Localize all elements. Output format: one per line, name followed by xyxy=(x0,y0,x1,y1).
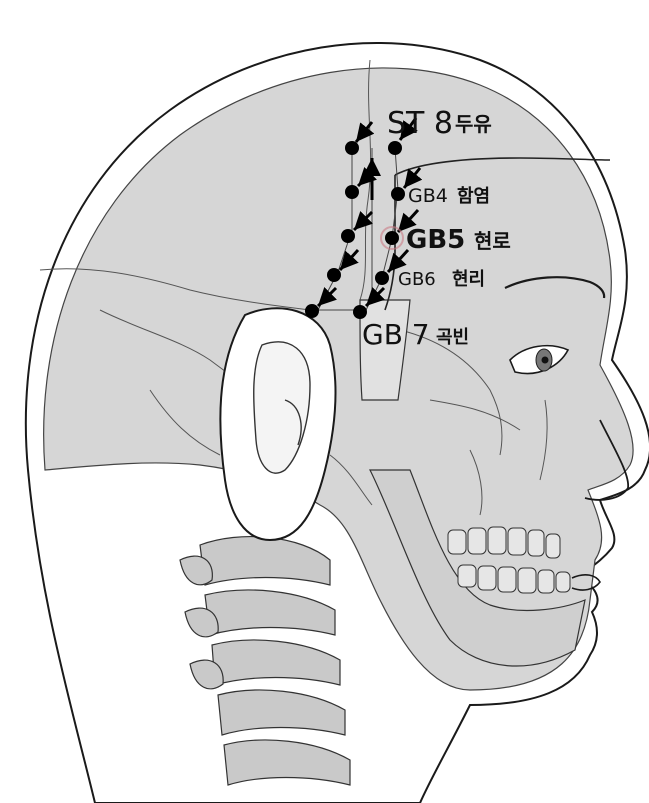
point-gb7-left xyxy=(305,304,319,318)
point-gb7-right xyxy=(353,305,367,319)
label-gb7-code: GB 7 xyxy=(362,318,430,351)
label-st8-name: 두유 xyxy=(455,112,492,136)
label-gb5-name: 현로 xyxy=(474,229,511,253)
point-gb6-left xyxy=(327,268,341,282)
label-gb4-code: GB4 xyxy=(408,185,448,207)
label-gb6-name: 현리 xyxy=(452,269,485,290)
point-gb4-right xyxy=(391,187,405,201)
label-st8-code: ST 8 xyxy=(387,106,453,141)
point-gb4-left xyxy=(345,185,359,199)
point-gb5-left xyxy=(341,229,355,243)
point-gb5-right xyxy=(385,231,399,245)
label-gb6-code: GB6 xyxy=(398,269,436,290)
label-gb7-name: 곡빈 xyxy=(436,327,469,348)
point-st8-left xyxy=(345,141,359,155)
label-gb4-name: 함염 xyxy=(457,185,490,207)
point-gb6-right xyxy=(375,271,389,285)
label-gb5-code: GB5 xyxy=(406,225,465,255)
point-st8-right xyxy=(388,141,402,155)
